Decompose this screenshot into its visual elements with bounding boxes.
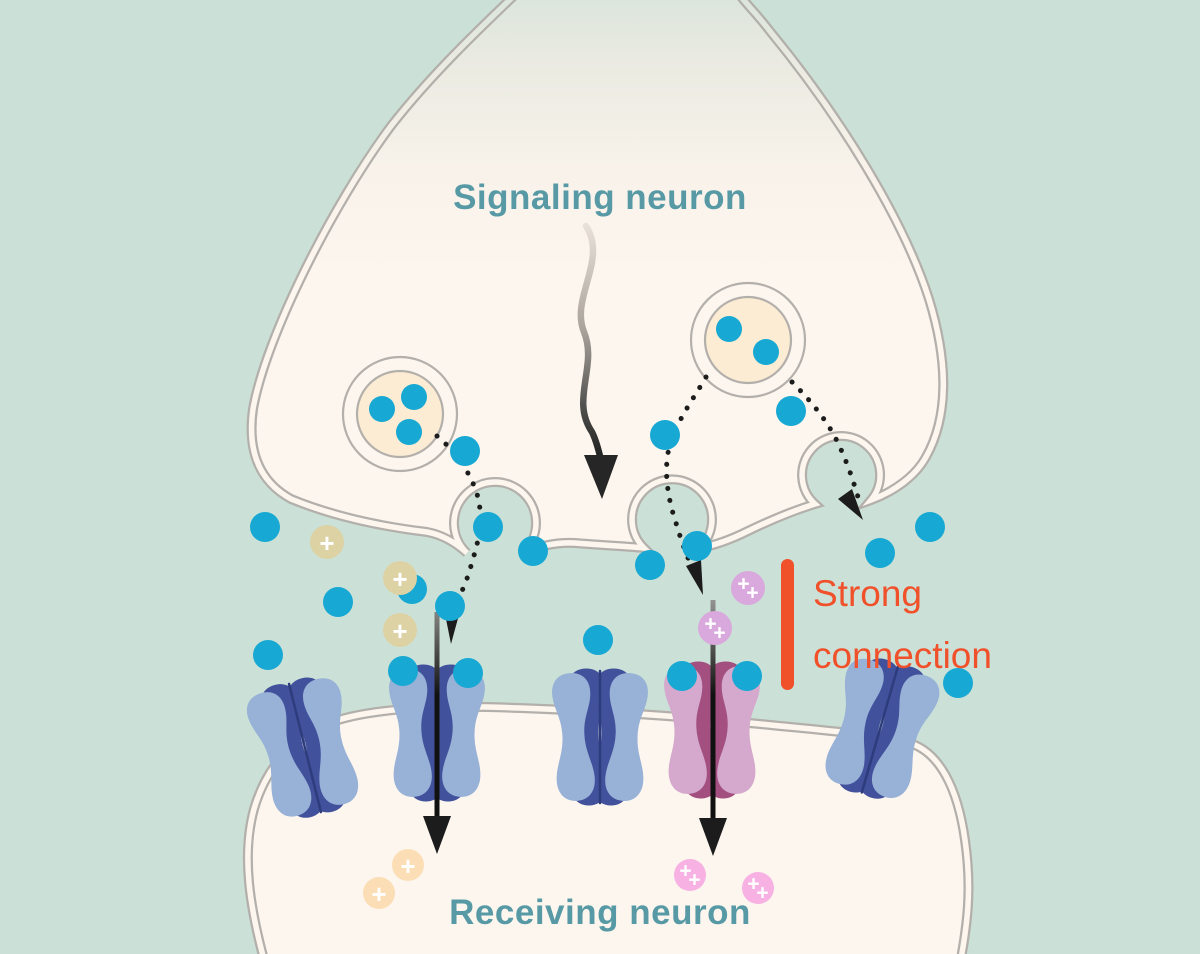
ion-circle: [363, 877, 395, 909]
neurotransmitter-dot: [253, 640, 283, 670]
vesicle-inner-circle: [355, 369, 445, 459]
receptor-channel-seam: [287, 682, 323, 814]
connection-indicator-bar: [781, 559, 794, 690]
strong-connection-line1: Strong: [813, 573, 923, 614]
neurotransmitter-dot: [915, 512, 945, 542]
neurotransmitter-dot: [865, 538, 895, 568]
ion-circle: [383, 561, 417, 595]
plus-icon: +: [400, 851, 415, 881]
neurotransmitter-dot: [716, 316, 742, 342]
plus-icon: +: [756, 882, 768, 905]
strong-connection-label: Strong connection: [813, 563, 992, 687]
ion-khaki: +: [310, 525, 344, 559]
neurotransmitter-dot: [943, 668, 973, 698]
neurotransmitter-dot: [250, 512, 280, 542]
neurotransmitter-dot: [650, 420, 680, 450]
receptor-blue-closed: [821, 654, 945, 804]
neurotransmitter-dot: [323, 587, 353, 617]
ion-pink_cell: ++: [674, 859, 706, 892]
plus-icon: +: [679, 860, 691, 883]
neurotransmitter-dot: [369, 396, 395, 422]
neurotransmitter-layer: [250, 316, 973, 698]
receiving-neuron-label: Receiving neuron: [449, 893, 751, 932]
ion-circle: [731, 571, 765, 605]
neurotransmitter-dot: [732, 661, 762, 691]
ion-khaki: +: [383, 613, 417, 647]
ion-pink_cleft: ++: [698, 611, 732, 645]
plus-icon: +: [688, 869, 700, 892]
ion-peach: +: [363, 877, 395, 909]
neurotransmitter-dot: [682, 531, 712, 561]
signaling-neuron-label: Signaling neuron: [453, 178, 747, 217]
neurotransmitter-dot: [450, 436, 480, 466]
ion-circle: [383, 613, 417, 647]
neurotransmitter-dot: [473, 512, 503, 542]
plus-icon: +: [704, 613, 716, 636]
plus-icon: +: [319, 528, 334, 558]
ion-peach: +: [392, 849, 424, 881]
plus-icon: +: [392, 616, 407, 646]
ion-pink_cell: ++: [742, 872, 774, 905]
strong-connection-line2: connection: [813, 635, 992, 676]
receptor-blue-closed: [242, 673, 362, 823]
neurotransmitter-dot: [635, 550, 665, 580]
ion-khaki: +: [383, 561, 417, 595]
trail-middle-arrowhead: [686, 560, 703, 595]
neurotransmitter-dot: [388, 656, 418, 686]
neurotransmitter-dot: [453, 658, 483, 688]
vesicle: [689, 281, 807, 399]
ion-circle: [742, 872, 774, 904]
neurotransmitter-dot: [396, 419, 422, 445]
plus-icon: +: [746, 582, 758, 605]
neurotransmitter-dot: [776, 396, 806, 426]
plus-icon: +: [371, 879, 386, 909]
ion-circle: [392, 849, 424, 881]
plus-icon: +: [392, 564, 407, 594]
plus-icon: +: [747, 873, 759, 896]
ion-flow-arrowhead-left: [423, 816, 451, 854]
neurotransmitter-dot: [667, 661, 697, 691]
action-potential-arrowhead: [584, 455, 618, 499]
trail-right-arrowhead: [838, 489, 863, 520]
ion-circle: [674, 859, 706, 891]
ion-circle: [310, 525, 344, 559]
plus-icon: +: [737, 573, 749, 596]
vesicle-outer-ring: [341, 355, 459, 473]
neurotransmitter-dot: [401, 384, 427, 410]
neurotransmitter-dot: [435, 591, 465, 621]
plus-icon: +: [713, 622, 725, 645]
vesicle: [341, 355, 459, 473]
neurotransmitter-dot: [583, 625, 613, 655]
neurotransmitter-dot: [753, 339, 779, 365]
receptor-blue-closed: [551, 668, 649, 806]
ion-flow-arrowhead-right: [699, 818, 727, 856]
ion-circle: [698, 611, 732, 645]
trail-middle: [664, 374, 709, 574]
action-potential-arrow: [577, 222, 618, 499]
vesicle-inner-circle: [703, 295, 793, 385]
neurotransmitter-dot: [518, 536, 548, 566]
vesicle-outer-ring: [689, 281, 807, 399]
ion-layer: +++++++++++++: [310, 525, 774, 909]
ion-pink_cleft: ++: [731, 571, 765, 605]
receptor-channel-seam: [860, 664, 900, 794]
